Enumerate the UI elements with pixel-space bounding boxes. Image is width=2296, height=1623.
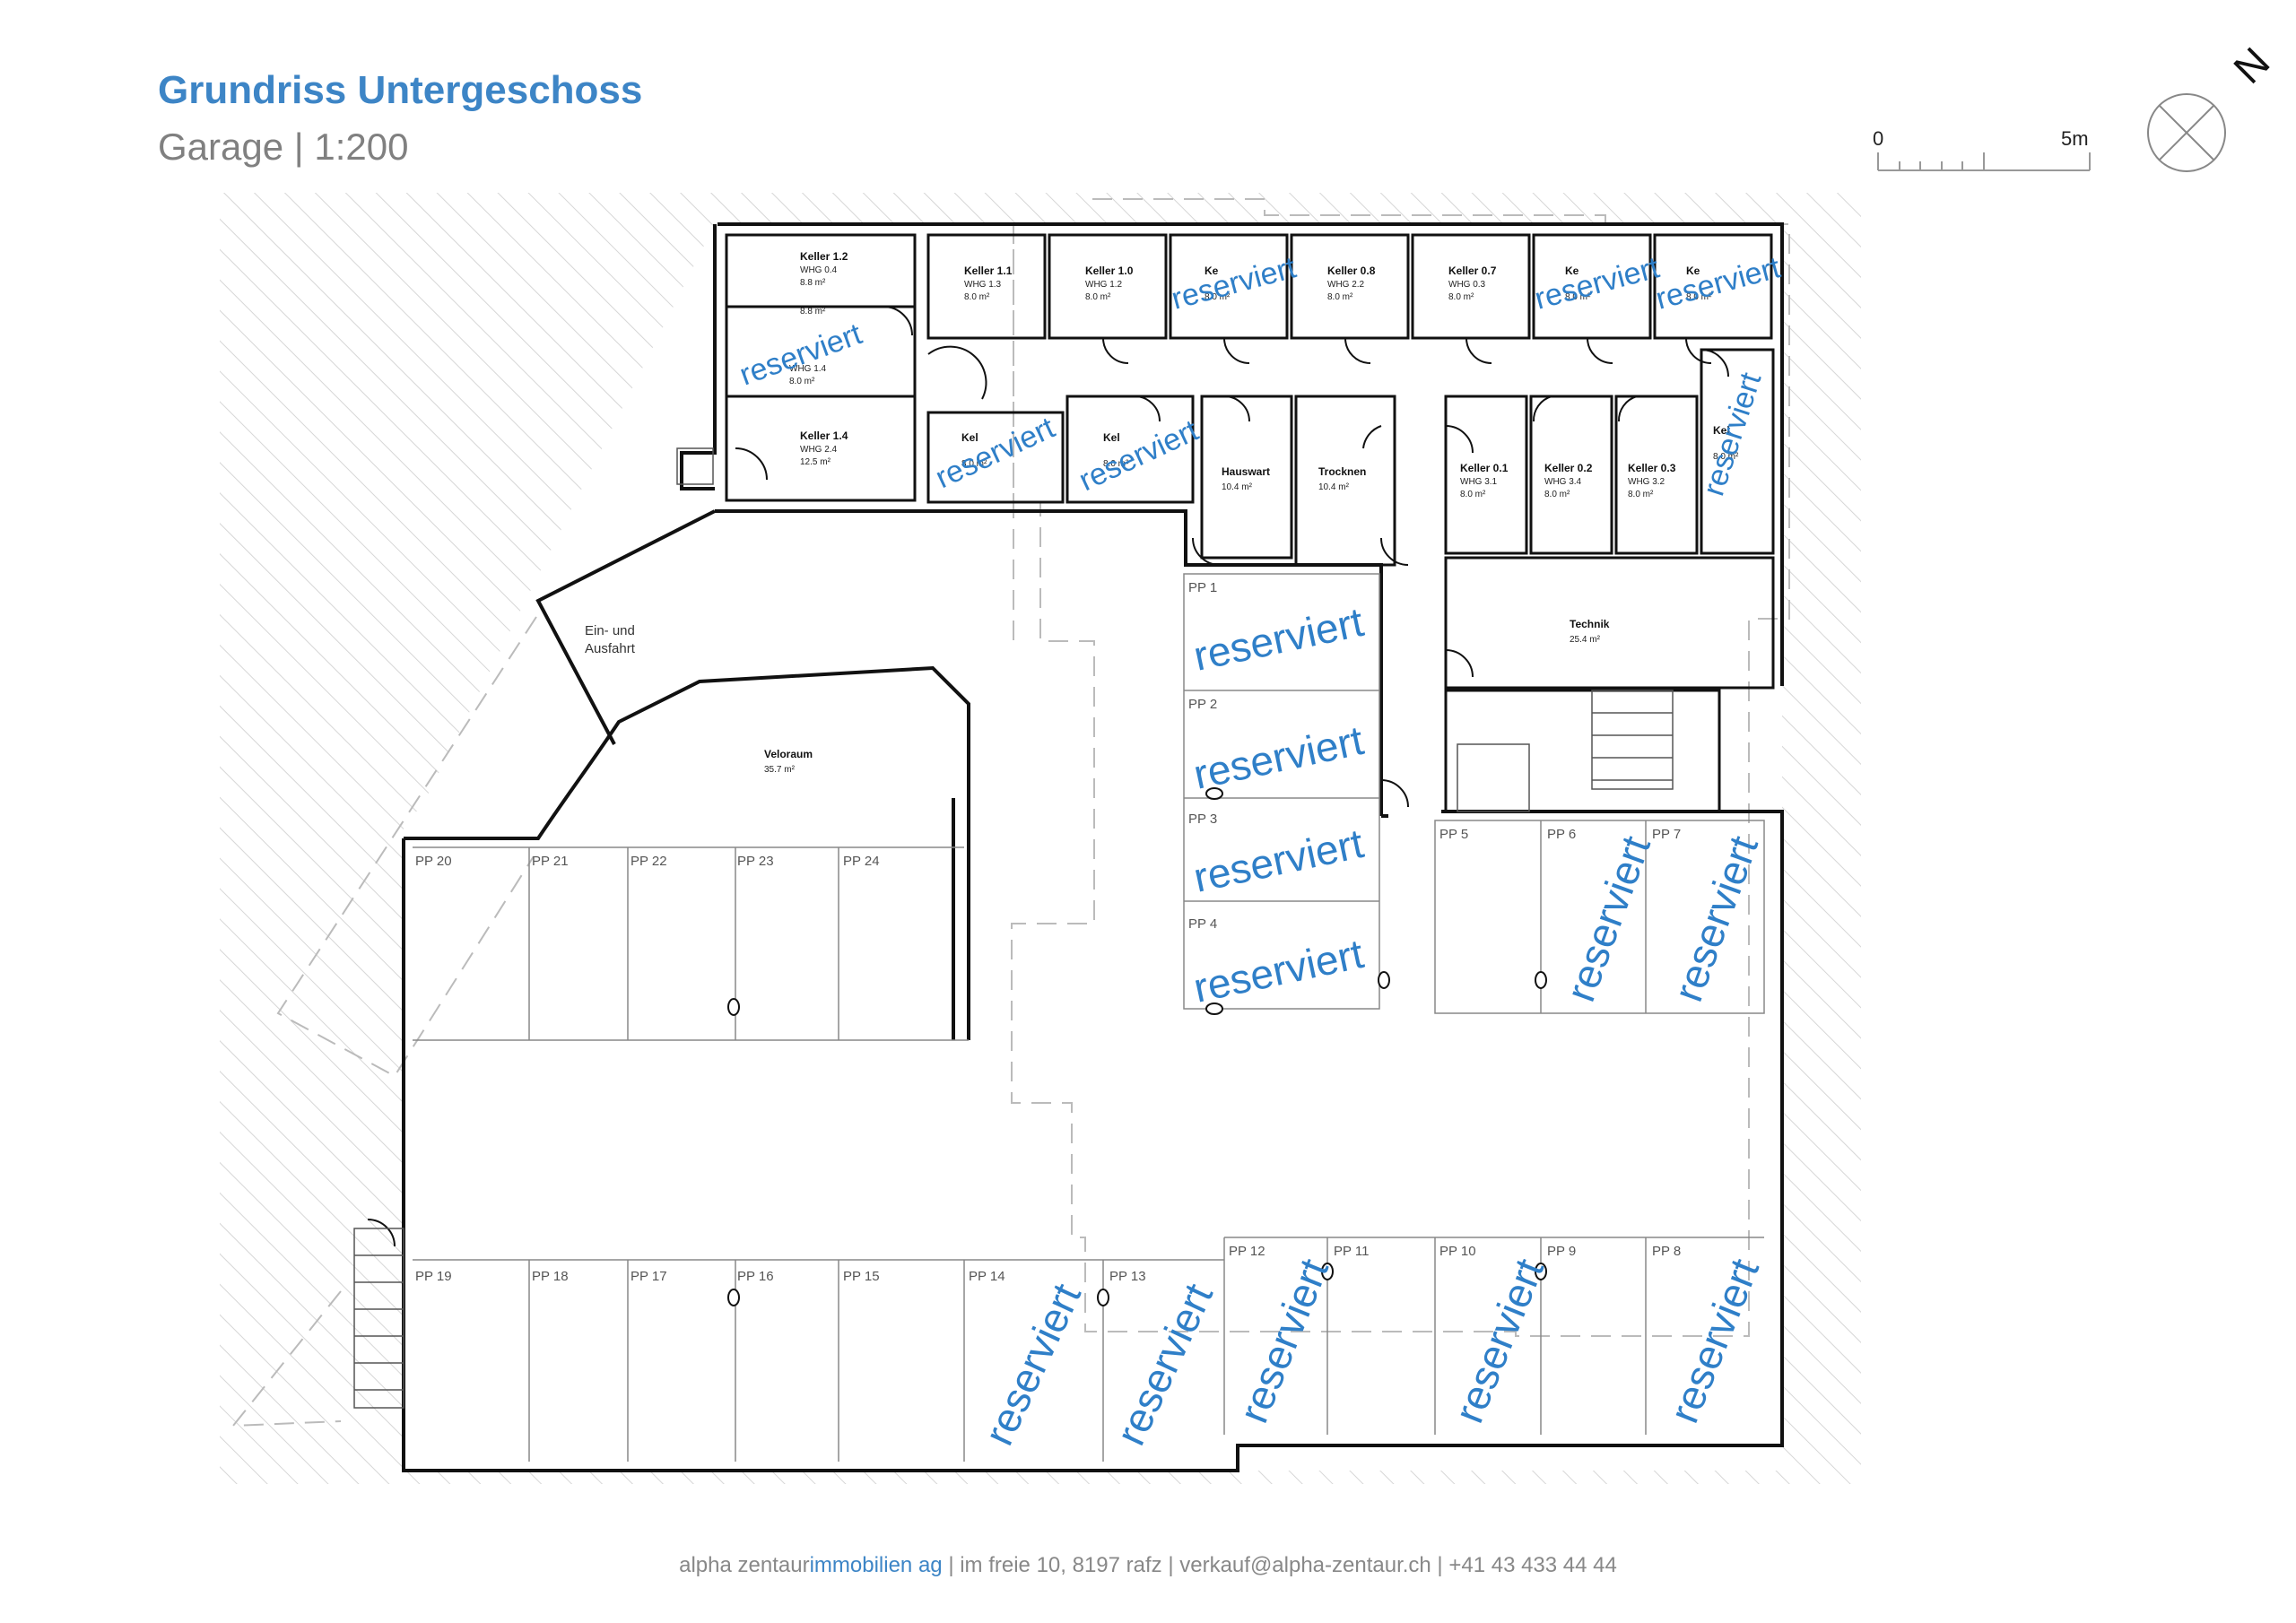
room-area-veloraum: 35.7 m²	[764, 765, 796, 775]
room-area-trocknen: 10.4 m²	[1318, 482, 1350, 492]
parking-label-5: PP 5	[1439, 827, 1468, 842]
room-area-hauswart: 10.4 m²	[1222, 482, 1253, 492]
room-area-keller-0-7: 8.0 m²	[1448, 292, 1474, 302]
room-area-k5: 8.0 m²	[1103, 459, 1129, 469]
storage-rooms-top	[725, 233, 1775, 813]
parking-label-16: PP 16	[737, 1269, 774, 1284]
room-name-keller-1-0: Keller 1.0	[1085, 265, 1134, 277]
room-name-k4: Kel	[961, 431, 978, 444]
footer: alpha zentaurimmobilien ag | im freie 10…	[0, 1553, 2296, 1578]
parking-label-21: PP 21	[532, 854, 569, 869]
parking-label-20: PP 20	[415, 854, 452, 869]
parking-label-15: PP 15	[843, 1269, 880, 1284]
footer-contact: | im freie 10, 8197 rafz | verkauf@alpha…	[942, 1553, 1617, 1577]
room-area-keller-0-8: 8.0 m²	[1327, 292, 1353, 302]
room-name-veloraum: Veloraum	[764, 748, 813, 760]
room-area-k6: 8.0 m²	[1713, 452, 1739, 462]
room-area-keller-0-1: 8.0 m²	[1460, 490, 1486, 499]
doors	[367, 306, 1729, 1247]
room-name-hauswart: Hauswart	[1222, 465, 1270, 478]
room-unit-keller-1-0: WHG 1.2	[1085, 280, 1123, 290]
ramp-label-1: Ein- und	[585, 623, 635, 638]
room-area-k2: 8.0 m²	[1565, 292, 1591, 302]
room-name-trocknen: Trocknen	[1318, 465, 1366, 478]
room-unit-keller-0-3: WHG 3.2	[1628, 477, 1665, 487]
parking-label-17: PP 17	[631, 1269, 667, 1284]
parking-label-22: PP 22	[631, 854, 667, 869]
room-name-keller-0-7: Keller 0.7	[1448, 265, 1497, 277]
room-unit-keller-0-1: WHG 3.1	[1460, 477, 1498, 487]
room-name-technik: Technik	[1570, 618, 1610, 630]
parking-label-2: PP 2	[1188, 697, 1217, 712]
room-area-k3: 8.0 m²	[1686, 292, 1712, 302]
parking-label-3: PP 3	[1188, 812, 1217, 827]
footer-company-b: immobilien ag	[809, 1553, 943, 1577]
room-name-keller-0-2: Keller 0.2	[1544, 462, 1593, 474]
room-name-k6: Kel	[1713, 424, 1730, 437]
room-name-keller-0-1: Keller 0.1	[1460, 462, 1509, 474]
parking-label-19: PP 19	[415, 1269, 452, 1284]
room-name-keller-0-3: Keller 0.3	[1628, 462, 1676, 474]
page-subtitle: Garage | 1:200	[158, 126, 409, 168]
parking-label-1: PP 1	[1188, 580, 1217, 595]
parking-label-13: PP 13	[1109, 1269, 1146, 1284]
parking-lines	[413, 573, 1765, 1462]
stairs	[353, 447, 1674, 1409]
columns	[727, 787, 1547, 1306]
room-name-k1: Ke	[1205, 265, 1219, 277]
page-title: Grundriss Untergeschoss	[158, 68, 643, 112]
parking-label-23: PP 23	[737, 854, 774, 869]
room-name-k5: Kel	[1103, 431, 1120, 444]
room-name-keller-1-4: Keller 1.4	[800, 430, 848, 442]
ramp-label-2: Ausfahrt	[585, 641, 636, 656]
room-area-keller-1-1: 8.0 m²	[964, 292, 990, 302]
room-name-keller-1-1: Keller 1.1	[964, 265, 1013, 277]
parking-label-9: PP 9	[1547, 1244, 1576, 1259]
room-area-keller-0-2: 8.0 m²	[1544, 490, 1570, 499]
north-label: N	[2224, 39, 2278, 92]
parking-label-18: PP 18	[532, 1269, 569, 1284]
room-unit-keller-1-4: WHG 2.4	[800, 445, 838, 455]
parking-label-12: PP 12	[1229, 1244, 1265, 1259]
parking-label-14: PP 14	[969, 1269, 1005, 1284]
room-area-k1: 8.0 m²	[1205, 292, 1231, 302]
room-unit-keller-1-1: WHG 1.3	[964, 280, 1002, 290]
room-unit-keller-0-2: WHG 3.4	[1544, 477, 1582, 487]
room-area-keller-1-0: 8.0 m²	[1085, 292, 1111, 302]
parking-label-8: PP 8	[1652, 1244, 1681, 1259]
parking-label-10: PP 10	[1439, 1244, 1476, 1259]
scale-start: 0	[1873, 127, 1883, 150]
scale-bar: 0 5m	[1873, 127, 2091, 171]
parking-label-7: PP 7	[1652, 827, 1681, 842]
room-area-r2: 8.0 m²	[789, 377, 815, 386]
parking-label-6: PP 6	[1547, 827, 1576, 842]
room-area-keller-0-3: 8.0 m²	[1628, 490, 1654, 499]
room-area-keller-1-4: 12.5 m²	[800, 457, 831, 467]
parking-label-11: PP 11	[1334, 1244, 1369, 1259]
parking-labels: PP 1 PP 2 PP 3 PP 4 PP 5 PP 6 PP 7 PP 8 PP 9 PP 1…	[415, 580, 1681, 1284]
room-name-keller-0-8: Keller 0.8	[1327, 265, 1376, 277]
parking-label-24: PP 24	[843, 854, 880, 869]
room-unit-keller-1-2: WHG 0.4	[800, 265, 838, 275]
scale-end: 5m	[2061, 127, 2089, 150]
room-name-k3: Ke	[1686, 265, 1700, 277]
north-arrow: N	[2147, 39, 2278, 172]
footer-company-a: alpha zentaur	[679, 1553, 810, 1577]
room-area-keller-1-2: 8.8 m²	[800, 278, 826, 288]
room-name-k2: Ke	[1565, 265, 1579, 277]
room-area-k4: 8.0 m²	[961, 459, 987, 469]
room-unit-keller-0-7: WHG 0.3	[1448, 280, 1486, 290]
room-name-keller-1-2: Keller 1.2	[800, 250, 848, 263]
room-area-technik: 25.4 m²	[1570, 635, 1601, 645]
room-area-r1: 8.8 m²	[800, 307, 826, 317]
room-unit-keller-0-8: WHG 2.2	[1327, 280, 1365, 290]
room-unit-r2: WHG 1.4	[789, 364, 827, 374]
upper-floor-outline	[230, 198, 1790, 1428]
walls	[402, 222, 1784, 1472]
parking-label-4: PP 4	[1188, 916, 1217, 932]
